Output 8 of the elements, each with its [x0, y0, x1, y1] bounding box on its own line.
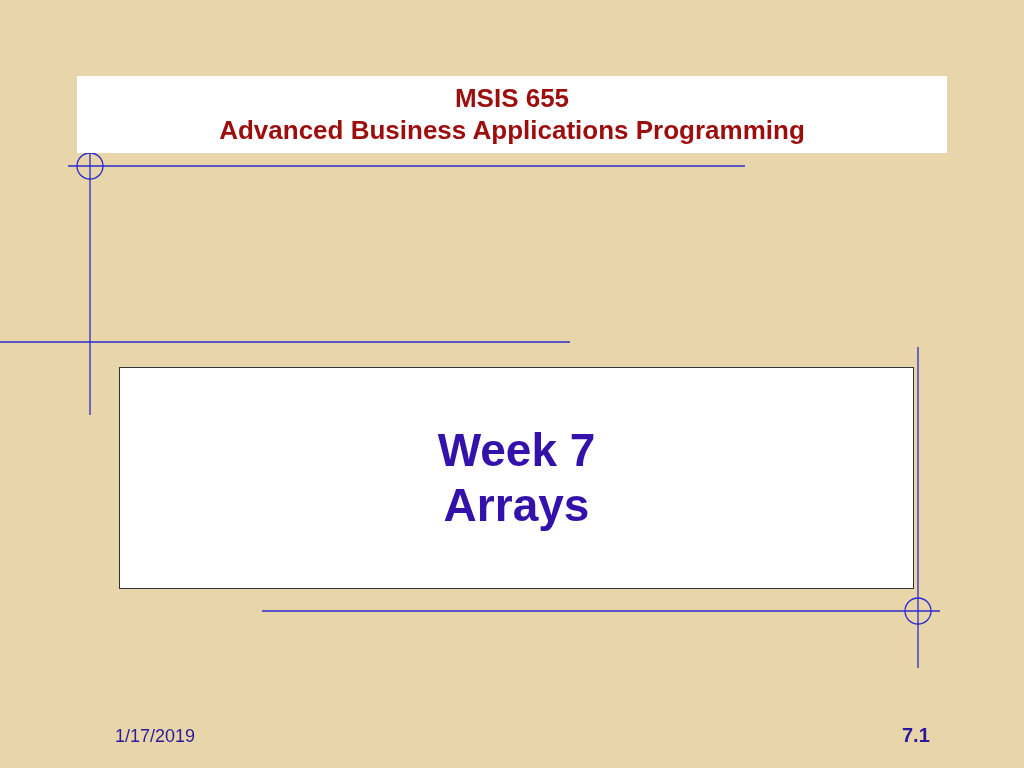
subtitle-text: Arrays — [443, 478, 590, 533]
heading-text: Week 7 — [437, 422, 596, 478]
title-banner — [77, 76, 947, 153]
date-text: 1/17/2019 — [115, 726, 196, 747]
title-box — [119, 367, 914, 589]
slide-number: 7.1 — [902, 724, 930, 747]
heading-text: MSIS 655 — [454, 83, 570, 115]
subtitle-text: Advanced Business Applications Programming — [219, 114, 805, 146]
